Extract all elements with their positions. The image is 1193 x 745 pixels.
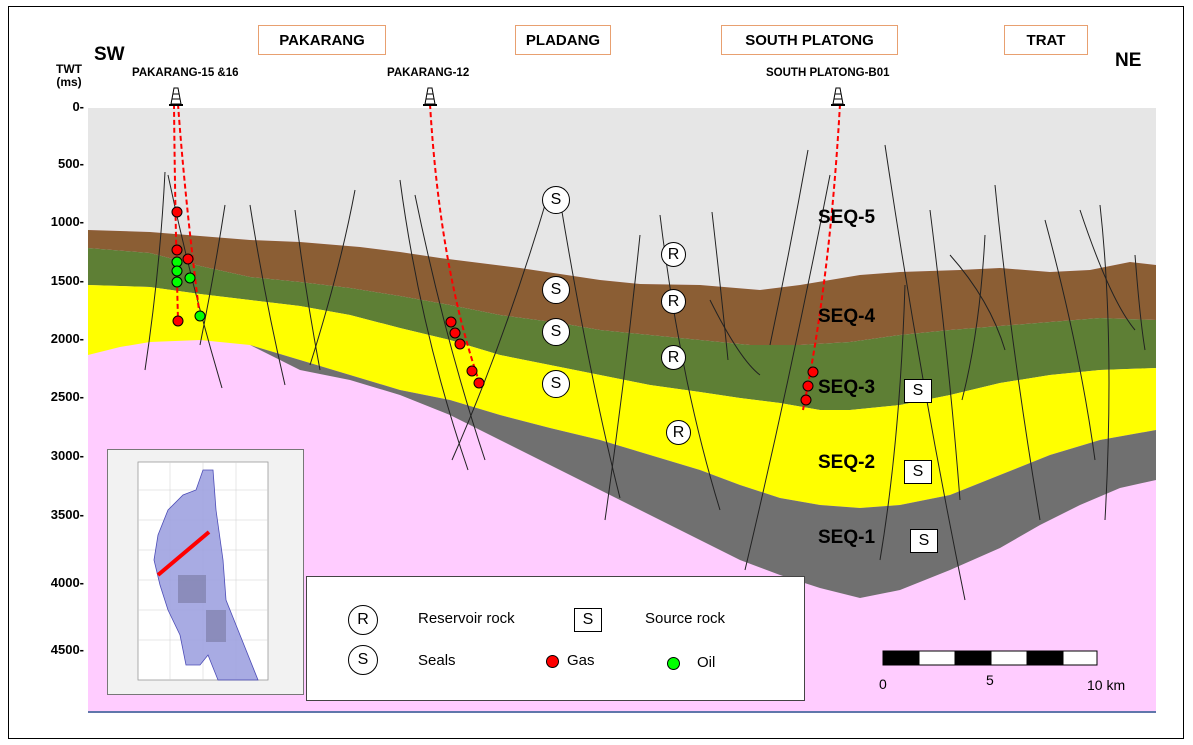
legend-gas-dot — [546, 655, 559, 668]
y-tick: 3500- — [50, 507, 84, 522]
y-axis-title-line1: TWT — [56, 62, 82, 76]
y-tick: 3000- — [50, 448, 84, 463]
legend-reservoir-label: Reservoir rock — [418, 610, 515, 627]
gas-show — [800, 394, 812, 406]
seal-marker: S — [542, 276, 570, 304]
y-tick: 0- — [72, 99, 84, 114]
y-tick: 4000- — [50, 575, 84, 590]
y-tick: 1000- — [50, 214, 84, 229]
field-box-trat: TRAT — [1004, 25, 1088, 55]
derrick-icon — [169, 87, 183, 106]
well-label-pakarang-12: PAKARANG-12 — [387, 67, 470, 79]
source-rock-marker: S — [910, 529, 938, 553]
legend-oil-dot — [667, 657, 680, 670]
reservoir-marker: R — [661, 242, 686, 267]
gas-show — [171, 206, 183, 218]
source-rock-marker: S — [904, 379, 932, 403]
field-box-south-platong: SOUTH PLATONG — [721, 25, 898, 55]
legend-oil-label: Oil — [697, 654, 716, 671]
gas-show — [445, 316, 457, 328]
seal-marker: S — [542, 318, 570, 346]
legend: R Reservoir rock S Source rock S Seals G… — [306, 576, 805, 701]
field-box-pladang: PLADANG — [515, 25, 611, 55]
y-tick: 500- — [57, 156, 84, 171]
y-tick: 4500- — [50, 642, 84, 657]
source-rock-marker: S — [904, 460, 932, 484]
gas-show — [172, 315, 184, 327]
gas-show — [802, 380, 814, 392]
figure-frame — [8, 6, 1184, 739]
scale-tick-5: 5 — [986, 672, 994, 688]
reservoir-marker: R — [661, 289, 686, 314]
gas-show — [171, 244, 183, 256]
gas-show — [466, 365, 478, 377]
seal-marker: S — [542, 186, 570, 214]
y-axis-title-line2: (ms) — [56, 75, 82, 89]
seq2-label: SEQ-2 — [818, 452, 876, 473]
seal-marker: S — [542, 370, 570, 398]
legend-source-label: Source rock — [645, 610, 726, 627]
scale-bar — [882, 650, 1098, 666]
direction-ne: NE — [1115, 50, 1142, 71]
reservoir-marker: R — [661, 345, 686, 370]
derrick-icons — [169, 87, 845, 106]
field-box-pakarang: PAKARANG — [258, 25, 386, 55]
seq4-layer — [88, 230, 1156, 345]
derrick-icon — [831, 87, 845, 106]
legend-reservoir-symbol: R — [348, 605, 378, 635]
location-map-svg — [137, 461, 269, 681]
gas-show — [807, 366, 819, 378]
legend-gas-label: Gas — [567, 652, 595, 669]
y-axis-title: TWT (ms) — [44, 63, 94, 89]
oil-show — [171, 276, 183, 288]
gas-show — [182, 253, 194, 265]
seq3-label: SEQ-3 — [818, 377, 876, 398]
reservoir-marker: R — [666, 420, 691, 445]
y-tick: 1500- — [50, 273, 84, 288]
well-label-pakarang-15-16: PAKARANG-15 &16 — [132, 67, 239, 79]
oil-show — [171, 265, 183, 277]
well-label-south-platong-b01: SOUTH PLATONG-B01 — [766, 67, 890, 79]
faults — [144, 144, 1146, 601]
seq5-label: SEQ-5 — [818, 207, 876, 228]
legend-seal-label: Seals — [418, 652, 456, 669]
gas-show — [473, 377, 485, 389]
y-tick: 2000- — [50, 331, 84, 346]
oil-show — [194, 310, 206, 322]
hydrocarbon-shows — [171, 206, 819, 406]
seq1-label: SEQ-1 — [818, 527, 876, 548]
derrick-icon — [423, 87, 437, 106]
oil-show — [184, 272, 196, 284]
seq5-layer — [88, 108, 1156, 290]
scale-tick-0: 0 — [879, 676, 887, 692]
location-map-inset — [107, 449, 304, 695]
seq4-label: SEQ-4 — [818, 306, 876, 327]
scale-tick-10: 10 km — [1087, 677, 1126, 693]
direction-sw: SW — [94, 44, 125, 65]
legend-seal-symbol: S — [348, 645, 378, 675]
legend-source-symbol: S — [574, 608, 602, 632]
seq3-layer — [88, 248, 1156, 410]
gas-show — [449, 327, 461, 339]
gas-show — [454, 338, 466, 350]
y-tick: 2500- — [50, 389, 84, 404]
